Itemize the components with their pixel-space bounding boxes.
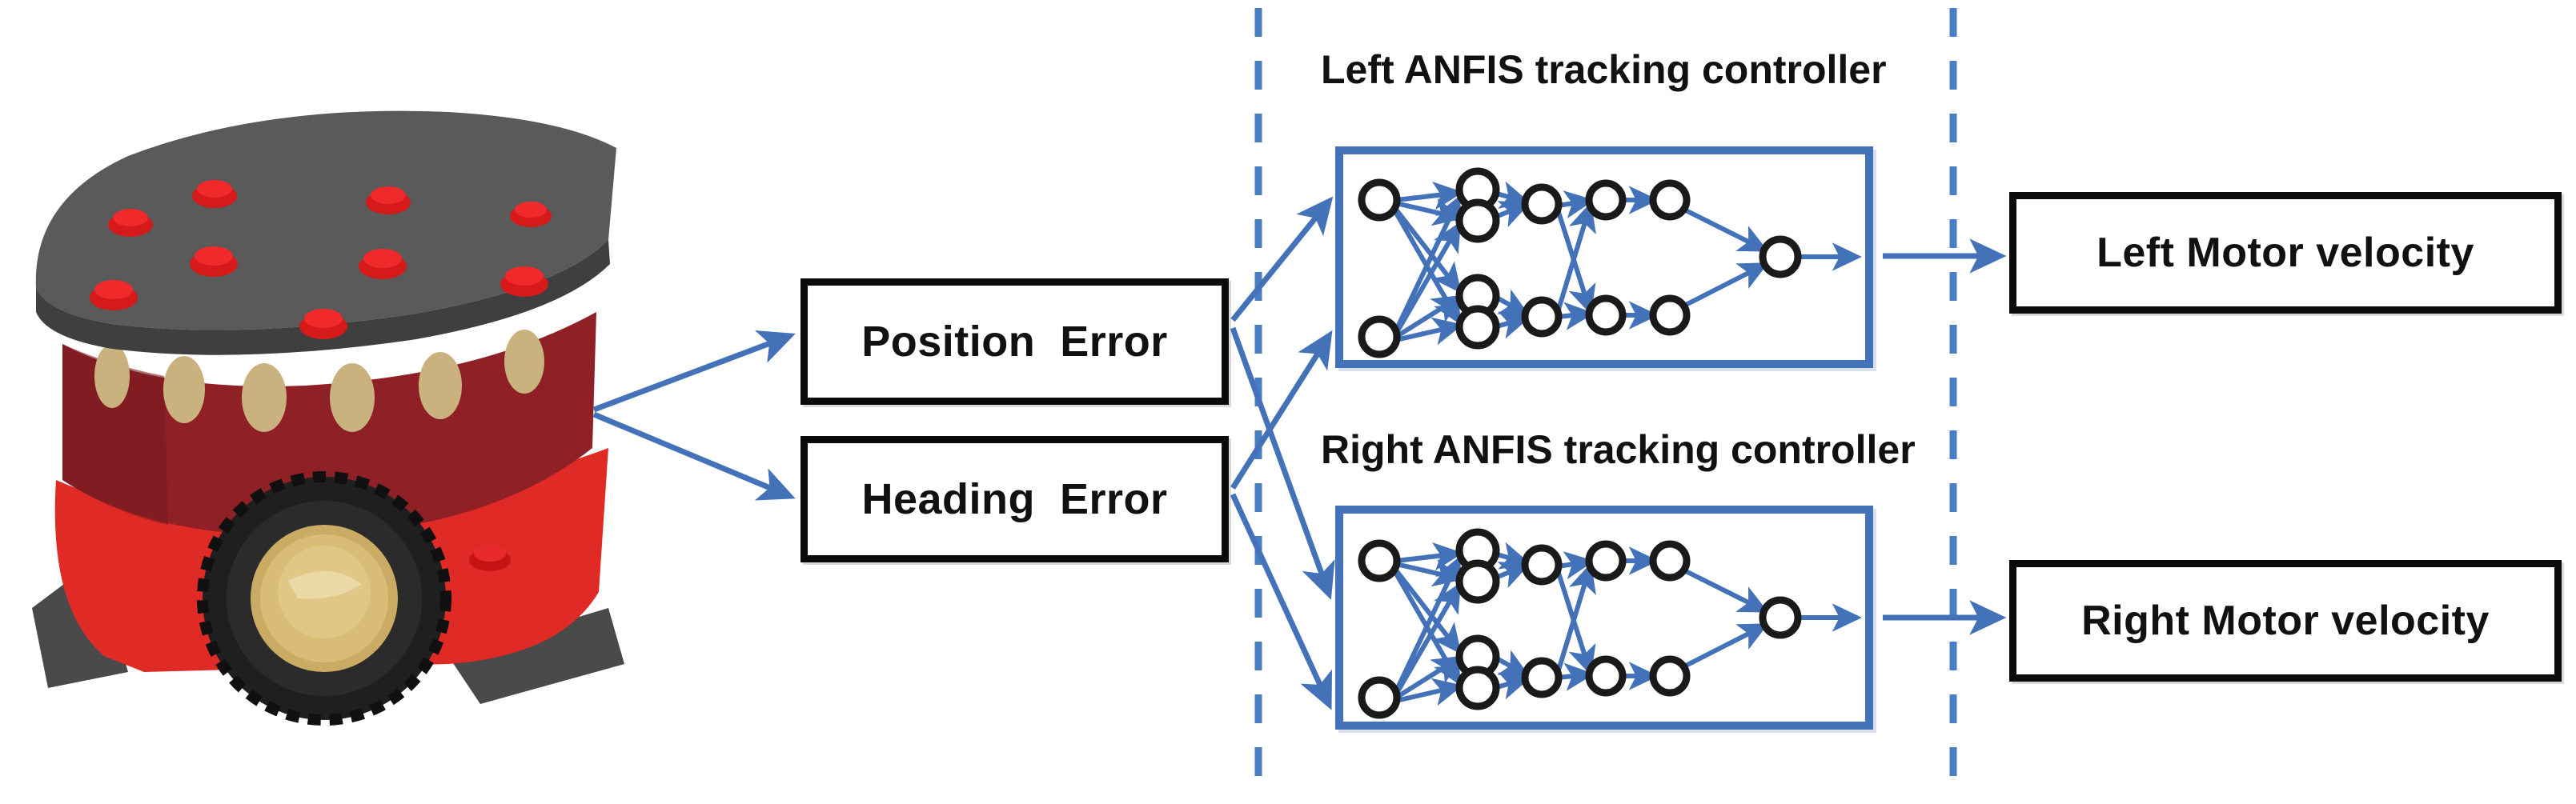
sensor-bump [299, 314, 347, 339]
sensor-bump-top [505, 266, 544, 286]
robot-front-skirt [448, 608, 624, 704]
sensor-bump-top [363, 249, 402, 268]
robot-hub-face [260, 534, 388, 662]
sensor-bump [190, 251, 238, 277]
left-anfis-controller-box[interactable] [1335, 146, 1873, 368]
sensor-bump-top [94, 280, 133, 299]
sensor-oval [419, 352, 462, 419]
heading-error-label: Heading Error [861, 475, 1168, 523]
sensor-bump [366, 190, 411, 214]
robot-deck [35, 110, 617, 330]
robot-tire-inner [227, 501, 422, 696]
robot-tire-tread [197, 471, 451, 726]
sensor-bump [192, 184, 237, 208]
bumper-sensor-bump [469, 549, 511, 571]
wire-heading-to-right-anfis [1230, 493, 1332, 710]
robot-body-shade [62, 344, 168, 525]
heading-error-box[interactable]: Heading Error [800, 436, 1229, 562]
robot-deck-bumps [90, 180, 552, 339]
wire-robot-to-heading [592, 411, 796, 501]
sensor-oval [242, 363, 287, 432]
robot-rear-skirt [32, 560, 128, 688]
robot-deck-edge [36, 240, 610, 355]
wire-position-to-left-anfis [1230, 196, 1334, 322]
wire-position-to-right-anfis [1230, 326, 1335, 600]
right-motor-velocity-box[interactable]: Right Motor velocity [2009, 560, 2562, 682]
position-error-box[interactable]: Position Error [800, 278, 1229, 405]
sensor-bump [359, 254, 407, 279]
robot-bumper [54, 448, 608, 672]
robot-hub-highlight [288, 570, 362, 599]
robot-hub-center [278, 546, 371, 638]
sensor-bump-top [515, 202, 547, 218]
wire-robot-to-position [592, 330, 796, 413]
right-motor-velocity-label: Right Motor velocity [2081, 598, 2490, 644]
sensor-oval [163, 356, 205, 423]
bumper-sensor-bump-top [474, 546, 506, 562]
robot-tire [203, 477, 446, 720]
sensor-bump [500, 271, 548, 297]
sensor-bump-top [304, 309, 343, 328]
sensor-bump-top [197, 180, 232, 198]
robot-sensor-ovals [94, 330, 544, 432]
left-anfis-title: Left ANFIS tracking controller [1321, 47, 1887, 92]
robot-group [32, 110, 624, 726]
sensor-oval [504, 330, 544, 394]
right-anfis-title: Right ANFIS tracking controller [1321, 427, 1916, 472]
wire-heading-to-left-anfis [1230, 330, 1333, 490]
robot-body [62, 312, 596, 536]
sensor-oval [94, 344, 130, 408]
position-error-label: Position Error [861, 318, 1168, 366]
right-anfis-controller-box[interactable] [1335, 506, 1873, 730]
sensor-oval [330, 363, 375, 432]
sensor-bump [510, 205, 552, 227]
sensor-bump-top [113, 209, 148, 226]
left-motor-velocity-box[interactable]: Left Motor velocity [2009, 192, 2562, 314]
sensor-bump [90, 285, 138, 310]
sensor-bump-top [371, 186, 406, 204]
left-motor-velocity-label: Left Motor velocity [2097, 230, 2474, 276]
robot-hub [251, 525, 398, 672]
sensor-bump-top [195, 246, 233, 266]
sensor-bump [108, 213, 153, 237]
